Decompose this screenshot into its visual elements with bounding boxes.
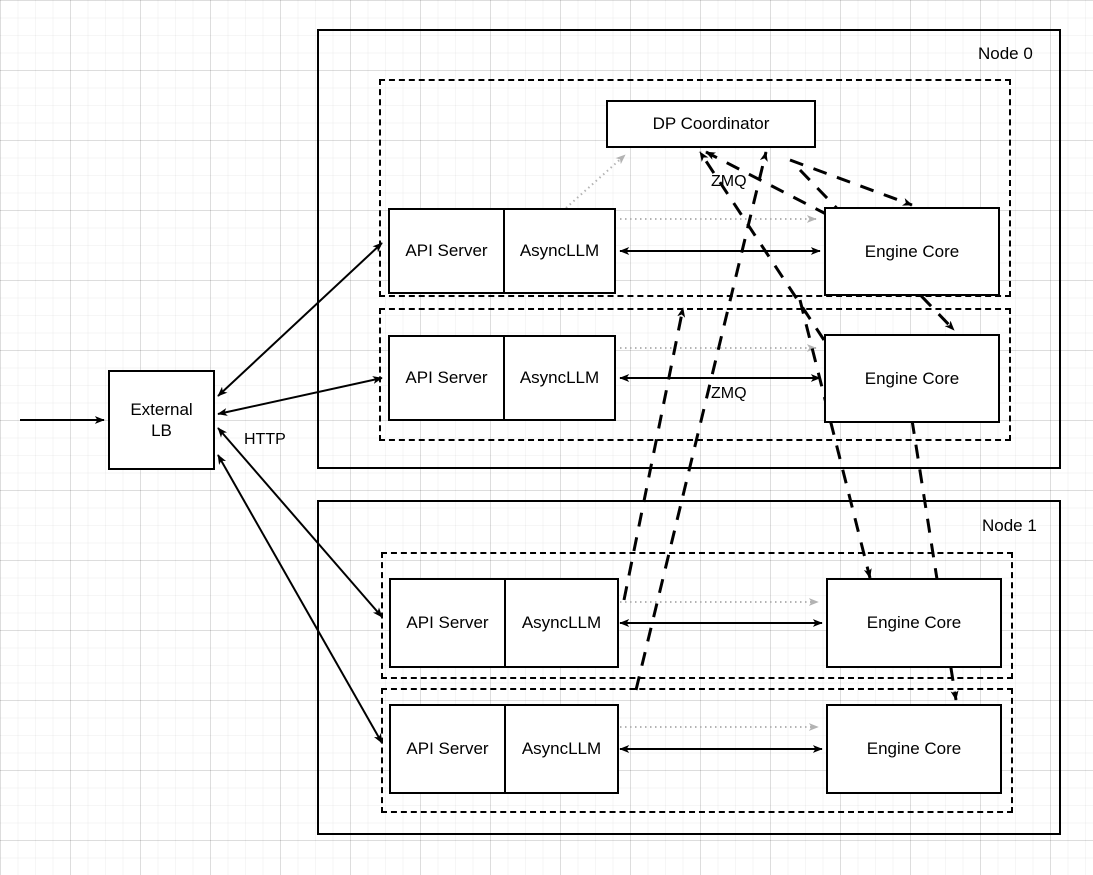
external-lb-label-line2: LB (151, 421, 172, 440)
node-1-group-1 (381, 688, 1013, 813)
api-server-label: API Server (405, 241, 488, 260)
node-0-group-0-engine-core: Engine Core (824, 207, 1000, 296)
node-0-container (317, 29, 1061, 469)
asyncllm-label: AsyncLLM (503, 337, 614, 419)
node-0-group-0-zmq-label: ZMQ (711, 173, 747, 190)
node-0-group-1-api-box: API Server AsyncLLM (388, 335, 616, 421)
node-0-group-0 (379, 79, 1011, 297)
node-1-group-0 (381, 552, 1013, 679)
node-1-group-0-api-box: API Server AsyncLLM (389, 578, 619, 668)
node-1-group-1-api-box: API Server AsyncLLM (389, 704, 619, 794)
node-0-group-1-engine-core: Engine Core (824, 334, 1000, 423)
api-server-label: API Server (405, 368, 488, 387)
external-lb-label-line1: External (130, 399, 193, 419)
node-0-group-0-api-box: API Server AsyncLLM (388, 208, 616, 294)
asyncllm-label: AsyncLLM (503, 210, 614, 292)
node-1-group-1-engine-core: Engine Core (826, 704, 1002, 794)
node-1-group-0-engine-core: Engine Core (826, 578, 1002, 668)
api-server-label: API Server (406, 613, 489, 632)
asyncllm-label: AsyncLLM (504, 706, 617, 792)
node-1-container (317, 500, 1061, 835)
node-1-label: Node 1 (982, 516, 1037, 535)
node-0-group-1-zmq-label: ZMQ (711, 385, 747, 402)
http-label: HTTP (244, 431, 286, 448)
external-lb-box: External LB (108, 370, 215, 470)
node-0-label: Node 0 (978, 44, 1033, 63)
node-0-group-1 (379, 308, 1011, 441)
asyncllm-label: AsyncLLM (504, 580, 617, 666)
dp-coordinator-box: DP Coordinator (606, 100, 816, 148)
api-server-label: API Server (406, 739, 489, 758)
